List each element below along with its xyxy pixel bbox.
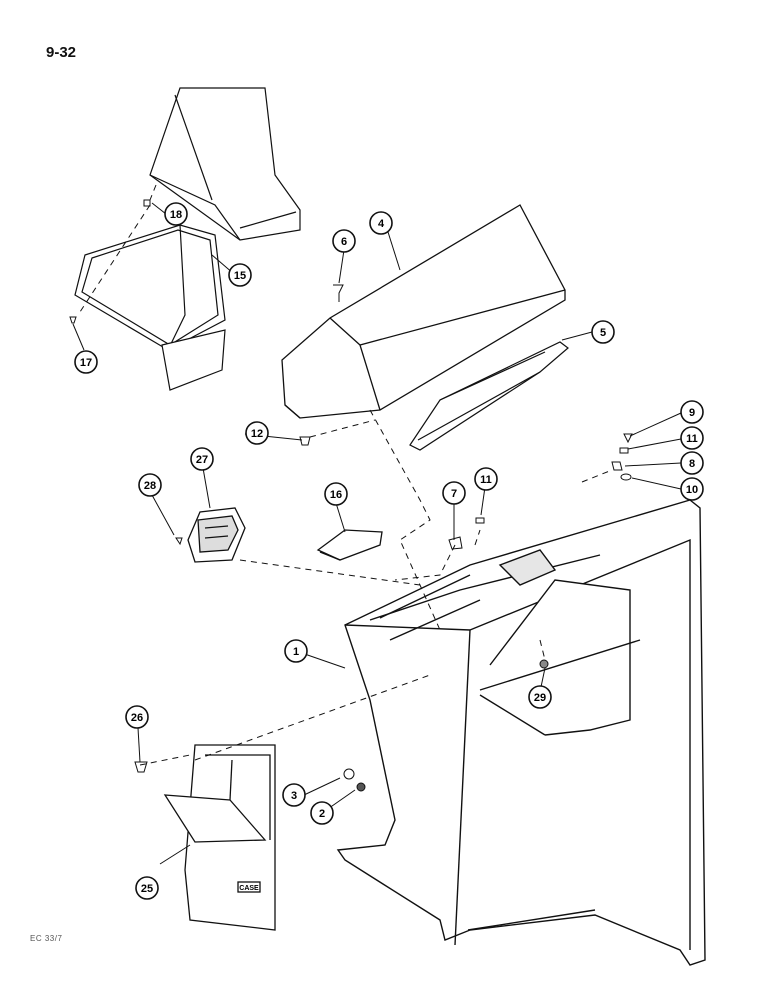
callout-3: 3 <box>282 783 306 807</box>
svg-text:12: 12 <box>251 428 263 440</box>
callout-11a: 11 <box>474 467 498 491</box>
callout-9: 9 <box>680 400 704 424</box>
callout-27: 27 <box>190 447 214 471</box>
callout-26: 26 <box>125 705 149 729</box>
callout-6: 6 <box>332 229 356 253</box>
svg-text:29: 29 <box>534 692 546 704</box>
callout-12: 12 <box>245 421 269 445</box>
part-nut-11a <box>475 517 485 524</box>
svg-text:4: 4 <box>378 218 385 230</box>
part-bracket-7 <box>448 536 463 550</box>
callout-5: 5 <box>591 320 615 344</box>
svg-text:10: 10 <box>686 484 698 496</box>
part-cover-plate-16 <box>316 529 383 561</box>
part-side-panel-25 <box>163 744 276 931</box>
svg-text:8: 8 <box>689 458 695 470</box>
callout-15: 15 <box>228 263 252 287</box>
svg-text:15: 15 <box>234 270 246 282</box>
callout-18: 18 <box>164 202 188 226</box>
callout-17: 17 <box>74 350 98 374</box>
part-nut-11b <box>619 447 629 454</box>
part-washer-10 <box>620 473 632 481</box>
part-top-cover-4 <box>281 204 566 419</box>
svg-text:25: 25 <box>141 883 153 895</box>
part-vent-27 <box>187 507 246 563</box>
part-console-housing-1 <box>336 499 706 966</box>
svg-text:3: 3 <box>291 790 297 802</box>
callout-16: 16 <box>324 482 348 506</box>
callouts: 1 2 3 4 5 6 7 8 9 10 11 11 12 15 16 17 1… <box>74 202 704 900</box>
svg-text:9: 9 <box>689 407 695 419</box>
callout-2: 2 <box>310 801 334 825</box>
svg-text:27: 27 <box>196 454 208 466</box>
part-grommet-2 <box>356 782 366 792</box>
part-screw-17 <box>69 316 77 324</box>
part-screw-6 <box>333 284 344 302</box>
part-trim-strip-5 <box>409 341 569 451</box>
svg-text:26: 26 <box>131 712 143 724</box>
svg-text:5: 5 <box>600 327 606 339</box>
part-grommet-3 <box>343 768 355 780</box>
callout-29: 29 <box>528 685 552 709</box>
callout-11b: 11 <box>680 426 704 450</box>
assembly-lines <box>77 184 613 766</box>
svg-text:11: 11 <box>686 433 698 445</box>
svg-text:1: 1 <box>293 646 299 658</box>
part-bracket-8 <box>611 461 623 471</box>
badge-case: CASE <box>239 885 259 892</box>
footer-code: EC 33/7 <box>30 934 63 943</box>
part-plug-12 <box>299 436 311 446</box>
svg-text:7: 7 <box>451 488 457 500</box>
svg-text:2: 2 <box>319 808 325 820</box>
svg-text:17: 17 <box>80 357 92 369</box>
callout-25: 25 <box>135 876 159 900</box>
callout-28: 28 <box>138 473 162 497</box>
svg-text:6: 6 <box>341 236 347 248</box>
part-clip-18 <box>143 199 151 207</box>
svg-text:28: 28 <box>144 480 156 492</box>
callout-1: 1 <box>284 639 308 663</box>
svg-text:11: 11 <box>480 474 492 486</box>
part-screw-28 <box>175 537 183 546</box>
callout-8: 8 <box>680 451 704 475</box>
page-number: 9-32 <box>46 44 77 61</box>
part-duct-frame-15 <box>74 87 301 391</box>
part-plug-29 <box>539 659 549 669</box>
small-hardware <box>69 199 633 792</box>
leader-lines <box>72 202 682 865</box>
callout-4: 4 <box>369 211 393 235</box>
callout-7: 7 <box>442 481 466 505</box>
svg-text:18: 18 <box>170 209 182 221</box>
callout-10: 10 <box>680 477 704 501</box>
svg-text:16: 16 <box>330 489 342 501</box>
